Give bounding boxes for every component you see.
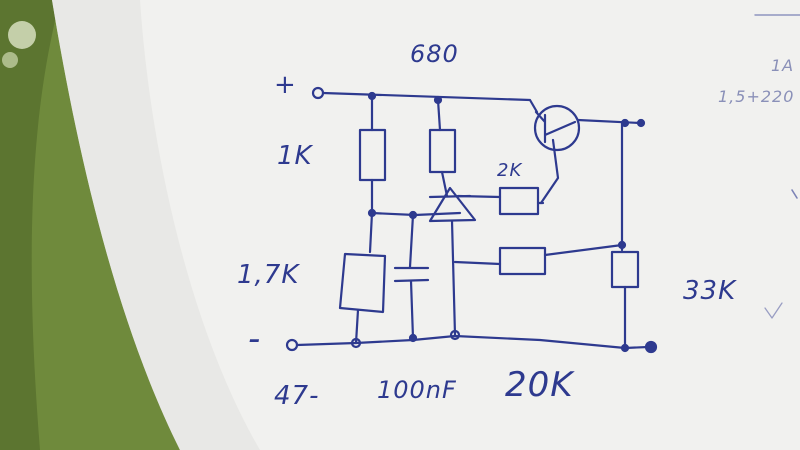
label-100nf: 100nF bbox=[377, 376, 457, 404]
label-1k: 1K bbox=[277, 141, 313, 171]
label-47: 47- bbox=[274, 381, 320, 411]
margin-mark bbox=[791, 189, 798, 199]
bottom-rail-wire bbox=[295, 334, 650, 350]
emitter-wire bbox=[576, 118, 642, 125]
node bbox=[449, 329, 461, 341]
wire bbox=[450, 219, 457, 337]
label-1-7k: 1,7K bbox=[237, 260, 300, 290]
wire bbox=[368, 211, 374, 254]
wire bbox=[440, 170, 449, 198]
top-rail-wire bbox=[321, 91, 539, 114]
transistor-symbol bbox=[533, 104, 581, 152]
wire bbox=[354, 308, 360, 345]
wire bbox=[436, 98, 442, 132]
margin-note-1a: 1A bbox=[771, 56, 795, 75]
node bbox=[636, 118, 646, 128]
label-680: 680 bbox=[410, 40, 459, 68]
label-plus: + bbox=[274, 70, 297, 100]
wire bbox=[453, 260, 502, 266]
wire bbox=[409, 279, 415, 340]
wire bbox=[408, 213, 415, 269]
wire bbox=[456, 194, 502, 199]
resistor-2k bbox=[498, 186, 540, 216]
label-20k: 20K bbox=[505, 365, 574, 405]
margin-mark bbox=[764, 302, 783, 319]
output-terminal bbox=[644, 340, 658, 354]
resistor-lower bbox=[498, 246, 547, 276]
transistor-leads bbox=[534, 110, 577, 205]
label-33k: 33K bbox=[683, 276, 737, 306]
label-minus: - bbox=[248, 319, 262, 359]
wire bbox=[543, 243, 624, 257]
paper-sheet bbox=[52, 0, 800, 450]
margin-note-1-5-220: 1,5+220 bbox=[718, 87, 795, 106]
paper-fold-shadow bbox=[52, 0, 260, 450]
cloth-flower bbox=[8, 21, 36, 49]
cloth-shadow bbox=[0, 0, 60, 450]
resistor-1-7k bbox=[338, 252, 387, 314]
circuit-ink bbox=[285, 14, 800, 354]
cloth-flower bbox=[2, 52, 18, 68]
label-2k: 2K bbox=[497, 160, 523, 181]
